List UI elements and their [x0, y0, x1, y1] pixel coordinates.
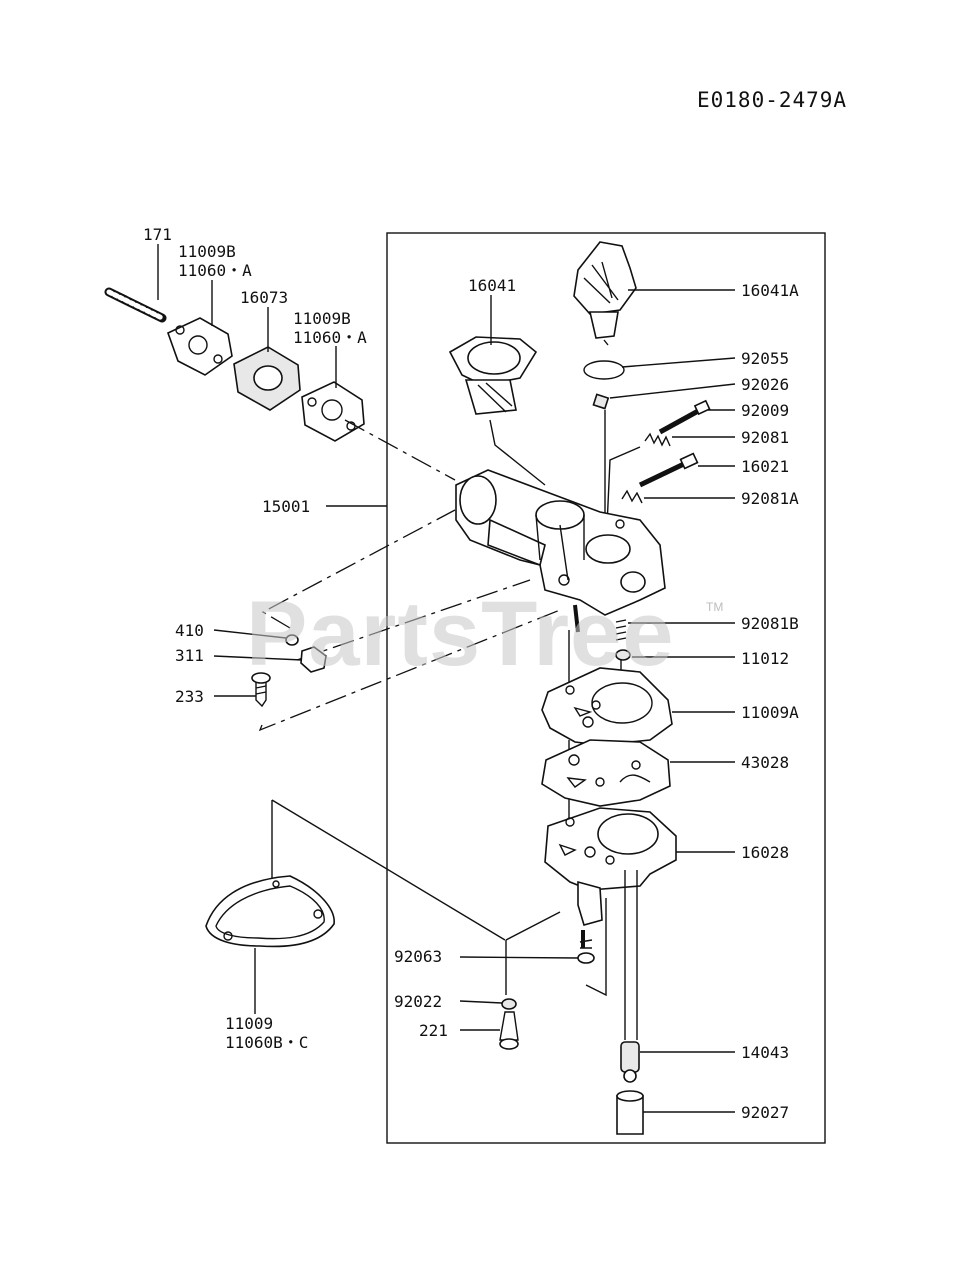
- label-410: 410: [175, 621, 204, 640]
- label-92063: 92063: [394, 947, 443, 966]
- gasket-11009-drawing: [205, 875, 335, 948]
- label-171: 171: [143, 225, 172, 244]
- spring-92081b-drawing: [615, 619, 627, 641]
- washer-92022-drawing: [501, 998, 517, 1010]
- carburetor-body-15001-drawing: [455, 469, 666, 616]
- label-16041: 16041: [468, 276, 517, 295]
- label-92026: 92026: [741, 375, 790, 394]
- label-11009a: 11009A: [741, 703, 799, 722]
- spring-92026-drawing: [592, 393, 610, 410]
- diaphragm-43028-drawing: [541, 739, 671, 807]
- label-43028: 43028: [741, 753, 790, 772]
- label-92081: 92081: [741, 428, 790, 447]
- pin-14043-drawing: [620, 1041, 640, 1073]
- gasket-11009b-2-drawing: [301, 381, 365, 442]
- washer-410-drawing: [285, 634, 299, 646]
- drawing-code: E0180-2479A: [697, 88, 848, 112]
- label-92009: 92009: [741, 401, 790, 420]
- label-221: 221: [419, 1021, 448, 1040]
- assembly-frame: [386, 232, 826, 1144]
- choke-16041-drawing: [448, 336, 538, 415]
- washer-11012-drawing: [615, 649, 631, 661]
- label-233: 233: [175, 687, 204, 706]
- spring-92081-drawing: [644, 432, 671, 447]
- o-ring-92055-drawing: [583, 360, 625, 380]
- watermark: PartsTree: [246, 583, 675, 685]
- watermark-trademark: TM: [706, 600, 724, 614]
- label-11012: 11012: [741, 649, 790, 668]
- spring-92081a-drawing: [621, 489, 643, 504]
- nut-311-drawing: [300, 646, 327, 673]
- label-11060a-2: 11060・A: [293, 328, 367, 347]
- screw-92009-drawing: [658, 399, 711, 435]
- label-14043: 14043: [741, 1043, 790, 1062]
- screw-221-drawing: [499, 1011, 519, 1041]
- screw-92063-drawing: [577, 952, 595, 964]
- screw-16021-drawing: [638, 452, 699, 488]
- label-92027: 92027: [741, 1103, 790, 1122]
- label-11009b-1: 11009B: [178, 242, 236, 261]
- label-92022: 92022: [394, 992, 443, 1011]
- label-15001: 15001: [262, 497, 311, 516]
- stud-171-drawing: [104, 287, 167, 323]
- label-16021: 16021: [741, 457, 790, 476]
- label-92081b: 92081B: [741, 614, 799, 633]
- label-11009: 11009: [225, 1014, 274, 1033]
- label-92055: 92055: [741, 349, 790, 368]
- label-16028: 16028: [741, 843, 790, 862]
- throttle-16041a-drawing: [573, 241, 637, 339]
- label-92081a: 92081A: [741, 489, 799, 508]
- label-11060a-1: 11060・A: [178, 261, 252, 280]
- label-16041a: 16041A: [741, 281, 799, 300]
- label-11060bc: 11060B・C: [225, 1033, 309, 1052]
- label-311: 311: [175, 646, 204, 665]
- label-16073: 16073: [240, 288, 289, 307]
- screw-233-drawing: [251, 672, 271, 708]
- label-11009b-2: 11009B: [293, 309, 351, 328]
